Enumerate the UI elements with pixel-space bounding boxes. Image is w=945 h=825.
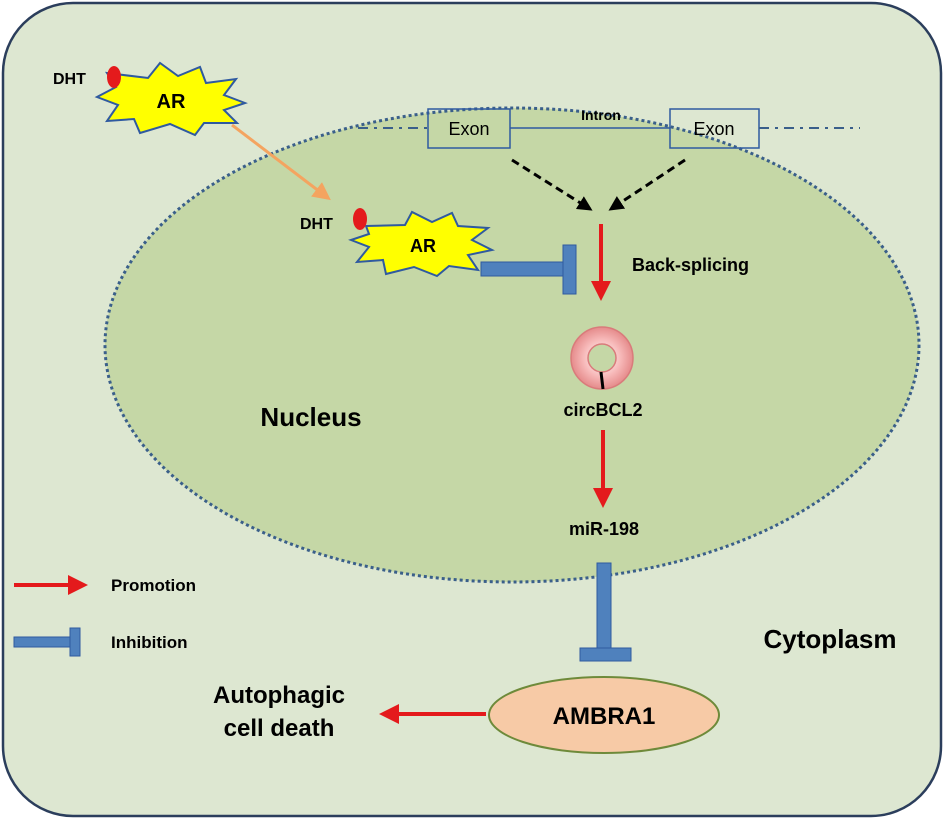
legend-inhibition-label: Inhibition	[111, 633, 187, 652]
circ-junction	[599, 371, 605, 390]
ar-complex-nuclear: AR DHT	[300, 208, 496, 278]
exon-label-right: Exon	[693, 119, 734, 139]
circbcl2-ring	[570, 326, 634, 390]
ar-label-nuclear: AR	[410, 236, 436, 256]
cytoplasm-label: Cytoplasm	[764, 624, 897, 654]
dht-label-outer: DHT	[53, 71, 86, 88]
legend: Promotion Inhibition	[13, 575, 196, 657]
ar-star-nuclear	[348, 210, 496, 278]
mir198-label: miR-198	[569, 519, 639, 539]
exon-label-left: Exon	[448, 119, 489, 139]
splice-arrow-right	[608, 158, 686, 211]
nucleus-envelope	[103, 106, 921, 584]
ambra1-label: AMBRA1	[553, 703, 656, 730]
nucleus-label: Nucleus	[260, 402, 361, 432]
back-splicing-label: Back-splicing	[632, 255, 749, 275]
outcome-label-line1: Autophagic	[213, 682, 345, 709]
ambra1-node	[488, 676, 720, 754]
translocation-arrow	[231, 123, 331, 201]
ar-inhibition-bar	[480, 244, 577, 295]
ar-label-outer: AR	[157, 91, 186, 113]
splice-arrow-left	[511, 158, 593, 211]
mir-inhibition-bar	[579, 562, 632, 662]
dht-dot-outer	[107, 66, 121, 88]
ar-complex-outer: AR DHT	[53, 61, 248, 137]
dht-label-nuclear: DHT	[300, 216, 333, 233]
outcome-label-line2: cell death	[224, 715, 335, 742]
circbcl2-label: circBCL2	[563, 400, 642, 420]
dht-dot-nuclear	[353, 208, 367, 230]
legend-promotion-label: Promotion	[111, 576, 196, 595]
gene-structure: Exon Intron Exon	[358, 107, 860, 149]
legend-inhibition-bar	[13, 636, 73, 648]
intron-label: Intron	[581, 107, 621, 123]
ar-star-outer	[94, 61, 248, 137]
